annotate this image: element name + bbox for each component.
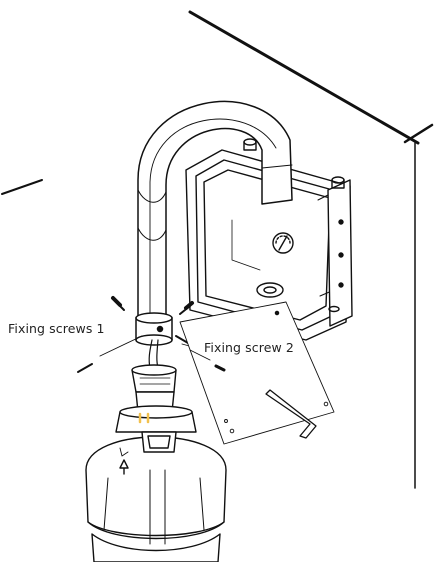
wall-mount-box (185, 138, 353, 341)
cover-plate (179, 301, 335, 445)
wall-edges (1, 10, 434, 489)
allen-key (265, 389, 317, 439)
fixing-screws-1 (77, 296, 194, 373)
label-fixing-screws-1: Fixing screws 1 (8, 321, 105, 336)
clamp-collar (135, 312, 173, 346)
label-fixing-screw-2: Fixing screw 2 (204, 340, 294, 355)
gooseneck-arm (137, 100, 293, 321)
dome-camera (85, 364, 227, 563)
